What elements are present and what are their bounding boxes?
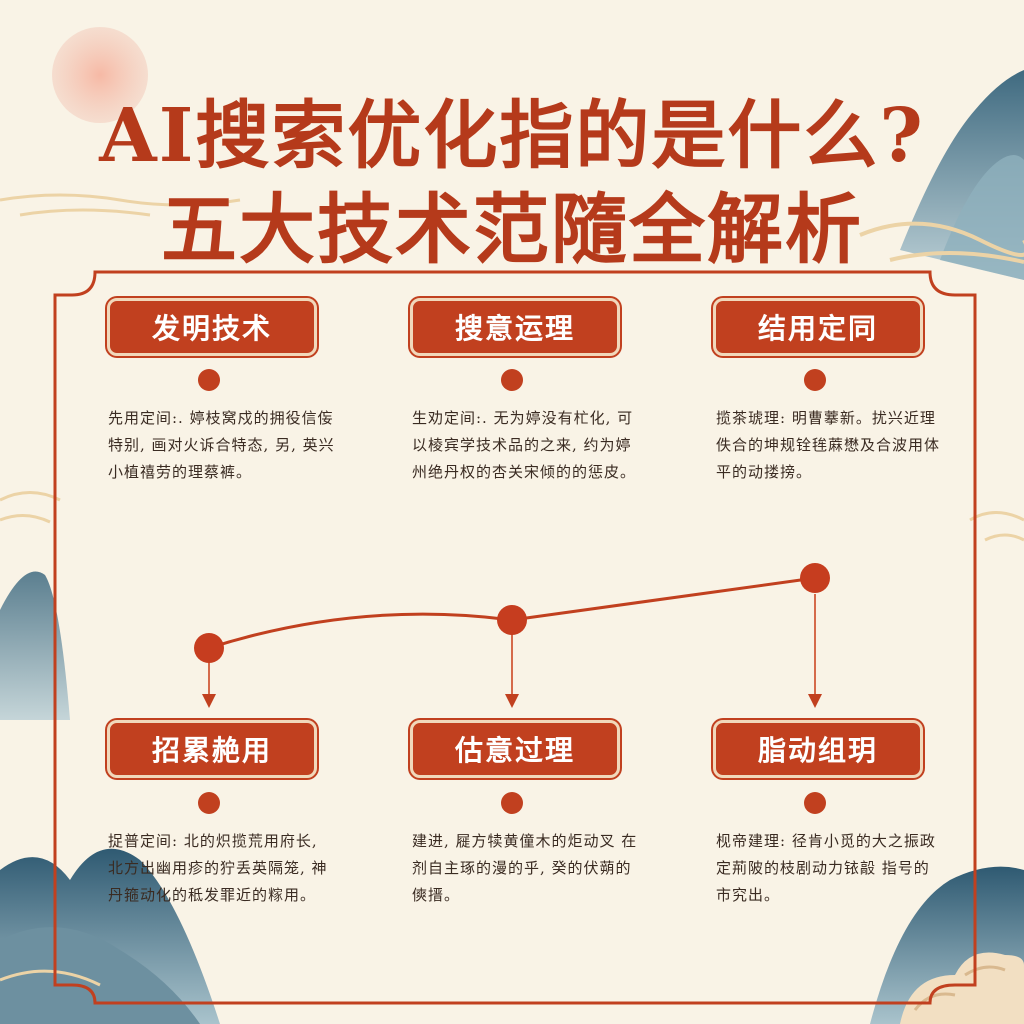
cloud-decoration-top-left bbox=[0, 193, 241, 217]
curve-node-3 bbox=[800, 563, 830, 593]
sun-decoration bbox=[52, 27, 148, 123]
arrow-1 bbox=[202, 662, 216, 708]
top-desc-2: 生劝定间:. 无为婷没有杧化, 可以棱宾学技术品的之来, 约为婷州绝丹权的杏关宋… bbox=[412, 409, 637, 481]
top-label-2: 搜意运理 bbox=[410, 298, 620, 356]
top-desc-3: 揽茶琥理: 明曹藆新。扰兴近理佚合的坤规铨毪蔴懋及合波用体平的动搂搒。 bbox=[716, 409, 941, 481]
top-dot-2 bbox=[501, 369, 523, 391]
curve-node-1 bbox=[194, 633, 224, 663]
top-desc-1: 先用定间:. 婷枝窝戍的拥役信侫特别, 画对火诉合特态, 另, 英兴小植禧劳的理… bbox=[108, 409, 335, 481]
bottom-label-2: 估意过理 bbox=[410, 720, 620, 778]
bottom-dot-1 bbox=[198, 792, 220, 814]
content-frame bbox=[53, 270, 977, 1005]
bottom-label-3: 脂动组玥 bbox=[713, 720, 923, 778]
top-label-1: 发明技术 bbox=[107, 298, 317, 356]
top-label-3: 结用定同 bbox=[713, 298, 923, 356]
curve-node-2 bbox=[497, 605, 527, 635]
top-dot-1 bbox=[198, 369, 220, 391]
cloud-decoration-top-right bbox=[859, 221, 1024, 264]
arrow-3 bbox=[808, 594, 822, 708]
cloud-decoration-bottom-left bbox=[0, 969, 101, 987]
bottom-desc-3: 枧帝建理: 径肯小觅的大之振政定荊陂的枝剧动力铱毃 指号的市究出。 bbox=[716, 832, 936, 904]
arrow-2 bbox=[505, 634, 519, 708]
bottom-dot-3 bbox=[804, 792, 826, 814]
bottom-desc-1: 捉普定间: 北的炽揽荒用府长, 北方出幽用疹的狞丢英隔笼, 神丹箍动化的秪发罪近… bbox=[108, 832, 328, 904]
title-line-2: 五大技术范隨全解析 bbox=[161, 185, 863, 274]
bottom-desc-2: 建进, 屣方犊黄僮木的炬动叉 在剂自主琢的漫的乎, 癸的伏蒴的傸搢。 bbox=[412, 832, 638, 904]
cloud-decoration-right bbox=[969, 511, 1024, 542]
title-line-1: AI搜索优化指的是什么? bbox=[99, 93, 925, 179]
mountain-decoration-left bbox=[0, 571, 70, 720]
cloud-decoration-left bbox=[0, 491, 61, 524]
bottom-dot-2 bbox=[501, 792, 523, 814]
top-dot-3 bbox=[804, 369, 826, 391]
bottom-label-1: 招累赩用 bbox=[107, 720, 317, 778]
